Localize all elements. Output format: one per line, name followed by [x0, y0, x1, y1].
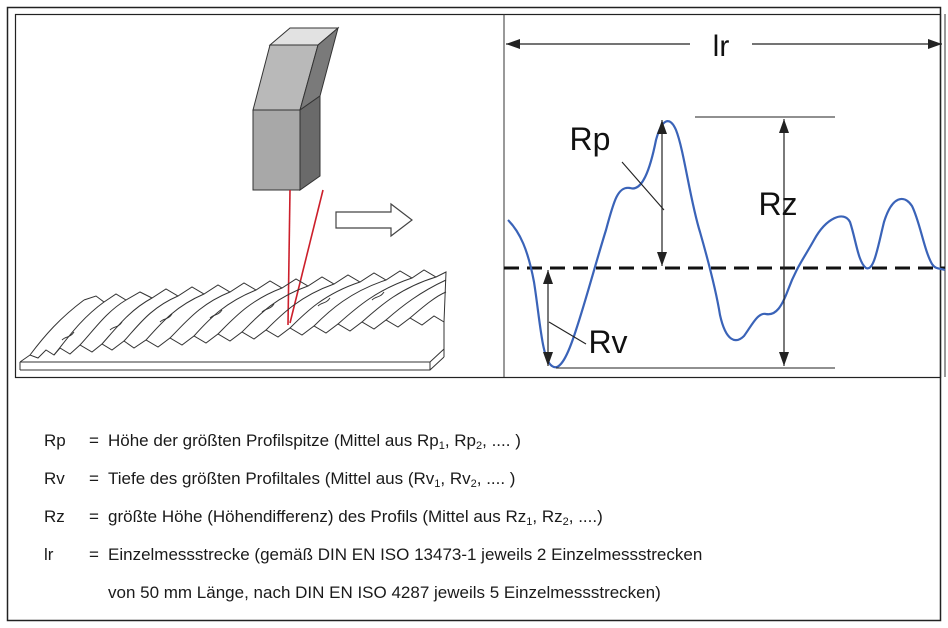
road-surface	[19, 269, 447, 371]
drawing-frame	[14, 13, 942, 379]
rv-label: Rv	[588, 324, 627, 360]
laser-beam	[287, 189, 324, 326]
outer-frame	[6, 6, 942, 622]
rp-label: Rp	[570, 121, 611, 157]
profile-diagram: lr Rp Rz Rv	[503, 14, 946, 377]
laser-sensor	[252, 26, 340, 191]
lr-label: lr	[713, 30, 730, 63]
movement-arrow	[335, 202, 413, 238]
profile-curve	[507, 120, 946, 369]
rz-label: Rz	[758, 186, 797, 222]
